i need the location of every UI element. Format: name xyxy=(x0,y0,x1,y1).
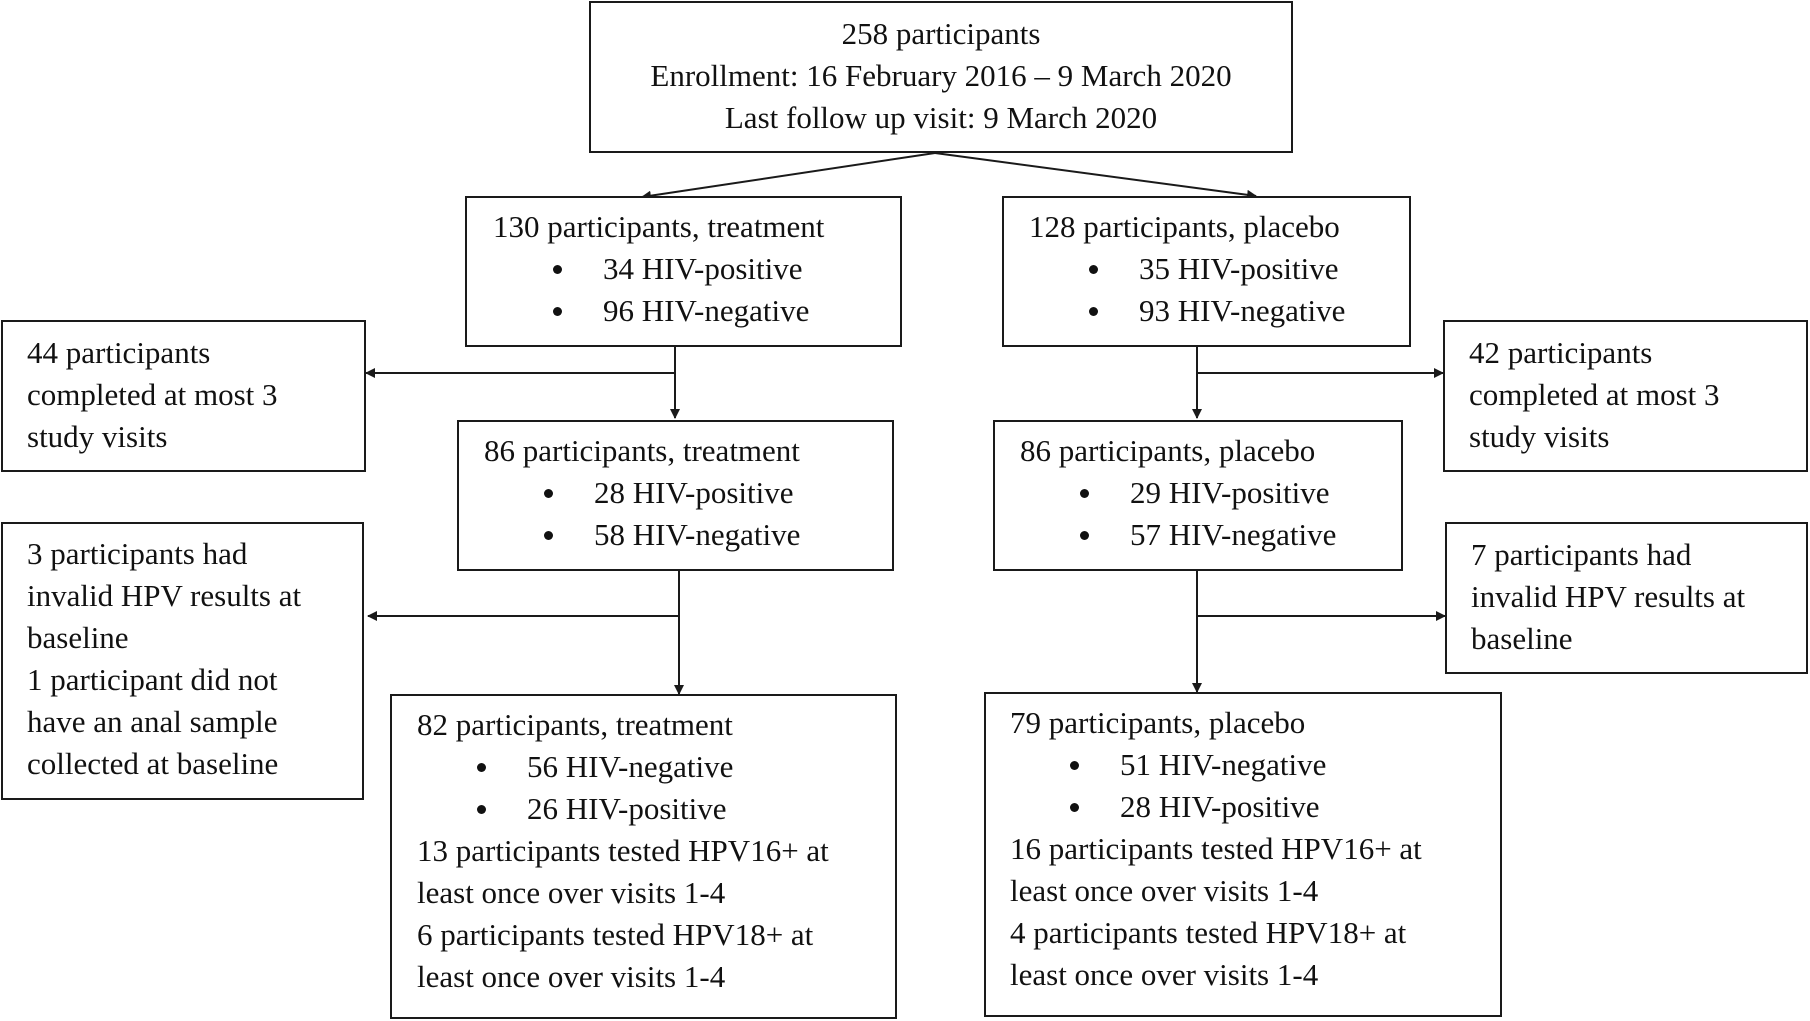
treatment-excluded-hpv-line: baseline xyxy=(27,620,129,655)
enrollment-line: 258 participants xyxy=(841,16,1041,51)
arrow-top-to-treatment xyxy=(641,152,936,201)
treatment-analyzed-title: 82 participants, treatment xyxy=(417,707,733,742)
treatment-analyzed-bullet: 26 HIV-positive xyxy=(477,788,895,830)
placebo-excluded-hpv-line: invalid HPV results at xyxy=(1471,579,1746,614)
treatment-arm-box: 130 participants, treatment 34 HIV-posit… xyxy=(465,196,902,347)
treatment-arm-bullet: 96 HIV-negative xyxy=(553,290,900,332)
treatment-analyzed-note: least once over visits 1-4 xyxy=(417,875,726,910)
placebo-arm-bullet: 35 HIV-positive xyxy=(1089,248,1409,290)
treatment-arm-title: 130 participants, treatment xyxy=(493,209,825,244)
placebo-retained-bullet: 29 HIV-positive xyxy=(1080,472,1401,514)
treatment-excluded-hpv-line: 3 participants had xyxy=(27,536,248,571)
placebo-analyzed-bullet: 51 HIV-negative xyxy=(1070,744,1500,786)
treatment-excluded-hpv-line: have an anal sample xyxy=(27,704,278,739)
enrollment-line: Enrollment: 16 February 2016 – 9 March 2… xyxy=(650,58,1232,93)
treatment-retained-title: 86 participants, treatment xyxy=(484,433,800,468)
placebo-analyzed-note: 4 participants tested HPV18+ at xyxy=(1010,915,1407,950)
treatment-excluded-visits-line: completed at most 3 xyxy=(27,377,278,412)
treatment-retained-bullet: 28 HIV-positive xyxy=(544,472,892,514)
placebo-retained-box: 86 participants, placebo 29 HIV-positive… xyxy=(993,420,1403,571)
placebo-analyzed-box: 79 participants, placebo 51 HIV-negative… xyxy=(984,692,1502,1017)
placebo-arm-box: 128 participants, placebo 35 HIV-positiv… xyxy=(1002,196,1411,347)
treatment-analyzed-bullet: 56 HIV-negative xyxy=(477,746,895,788)
placebo-retained-bullet: 57 HIV-negative xyxy=(1080,514,1401,556)
treatment-arm-bullet: 34 HIV-positive xyxy=(553,248,900,290)
arrow-top-to-placebo xyxy=(934,152,1257,200)
treatment-excluded-visits-line: 44 participants xyxy=(27,335,211,370)
enrollment-line: Last follow up visit: 9 March 2020 xyxy=(724,100,1158,135)
placebo-analyzed-note: least once over visits 1-4 xyxy=(1010,957,1319,992)
placebo-arm-bullet: 93 HIV-negative xyxy=(1089,290,1409,332)
placebo-analyzed-bullet: 28 HIV-positive xyxy=(1070,786,1500,828)
treatment-excluded-hpv-box: 3 participants had invalid HPV results a… xyxy=(1,522,364,800)
placebo-excluded-hpv-line: baseline xyxy=(1471,621,1573,656)
treatment-analyzed-box: 82 participants, treatment 56 HIV-negati… xyxy=(390,694,897,1019)
treatment-analyzed-note: 13 participants tested HPV16+ at xyxy=(417,833,829,868)
placebo-excluded-visits-line: 42 participants xyxy=(1469,335,1653,370)
placebo-analyzed-title: 79 participants, placebo xyxy=(1010,705,1306,740)
treatment-excluded-visits-box: 44 participants completed at most 3 stud… xyxy=(1,320,366,472)
treatment-retained-box: 86 participants, treatment 28 HIV-positi… xyxy=(457,420,894,571)
placebo-excluded-visits-box: 42 participants completed at most 3 stud… xyxy=(1443,320,1808,472)
placebo-arm-title: 128 participants, placebo xyxy=(1029,209,1340,244)
treatment-excluded-hpv-line: 1 participant did not xyxy=(27,662,278,697)
placebo-excluded-visits-line: completed at most 3 xyxy=(1469,377,1720,412)
placebo-excluded-hpv-line: 7 participants had xyxy=(1471,537,1692,572)
placebo-retained-title: 86 participants, placebo xyxy=(1020,433,1316,468)
treatment-analyzed-note: least once over visits 1-4 xyxy=(417,959,726,994)
enrollment-box: 258 participants Enrollment: 16 February… xyxy=(589,1,1293,153)
placebo-analyzed-note: 16 participants tested HPV16+ at xyxy=(1010,831,1422,866)
treatment-excluded-visits-line: study visits xyxy=(27,419,168,454)
treatment-analyzed-note: 6 participants tested HPV18+ at xyxy=(417,917,814,952)
treatment-excluded-hpv-line: invalid HPV results at xyxy=(27,578,302,613)
placebo-analyzed-note: least once over visits 1-4 xyxy=(1010,873,1319,908)
treatment-retained-bullet: 58 HIV-negative xyxy=(544,514,892,556)
treatment-excluded-hpv-line: collected at baseline xyxy=(27,746,279,781)
placebo-excluded-hpv-box: 7 participants had invalid HPV results a… xyxy=(1445,522,1808,674)
placebo-excluded-visits-line: study visits xyxy=(1469,419,1610,454)
